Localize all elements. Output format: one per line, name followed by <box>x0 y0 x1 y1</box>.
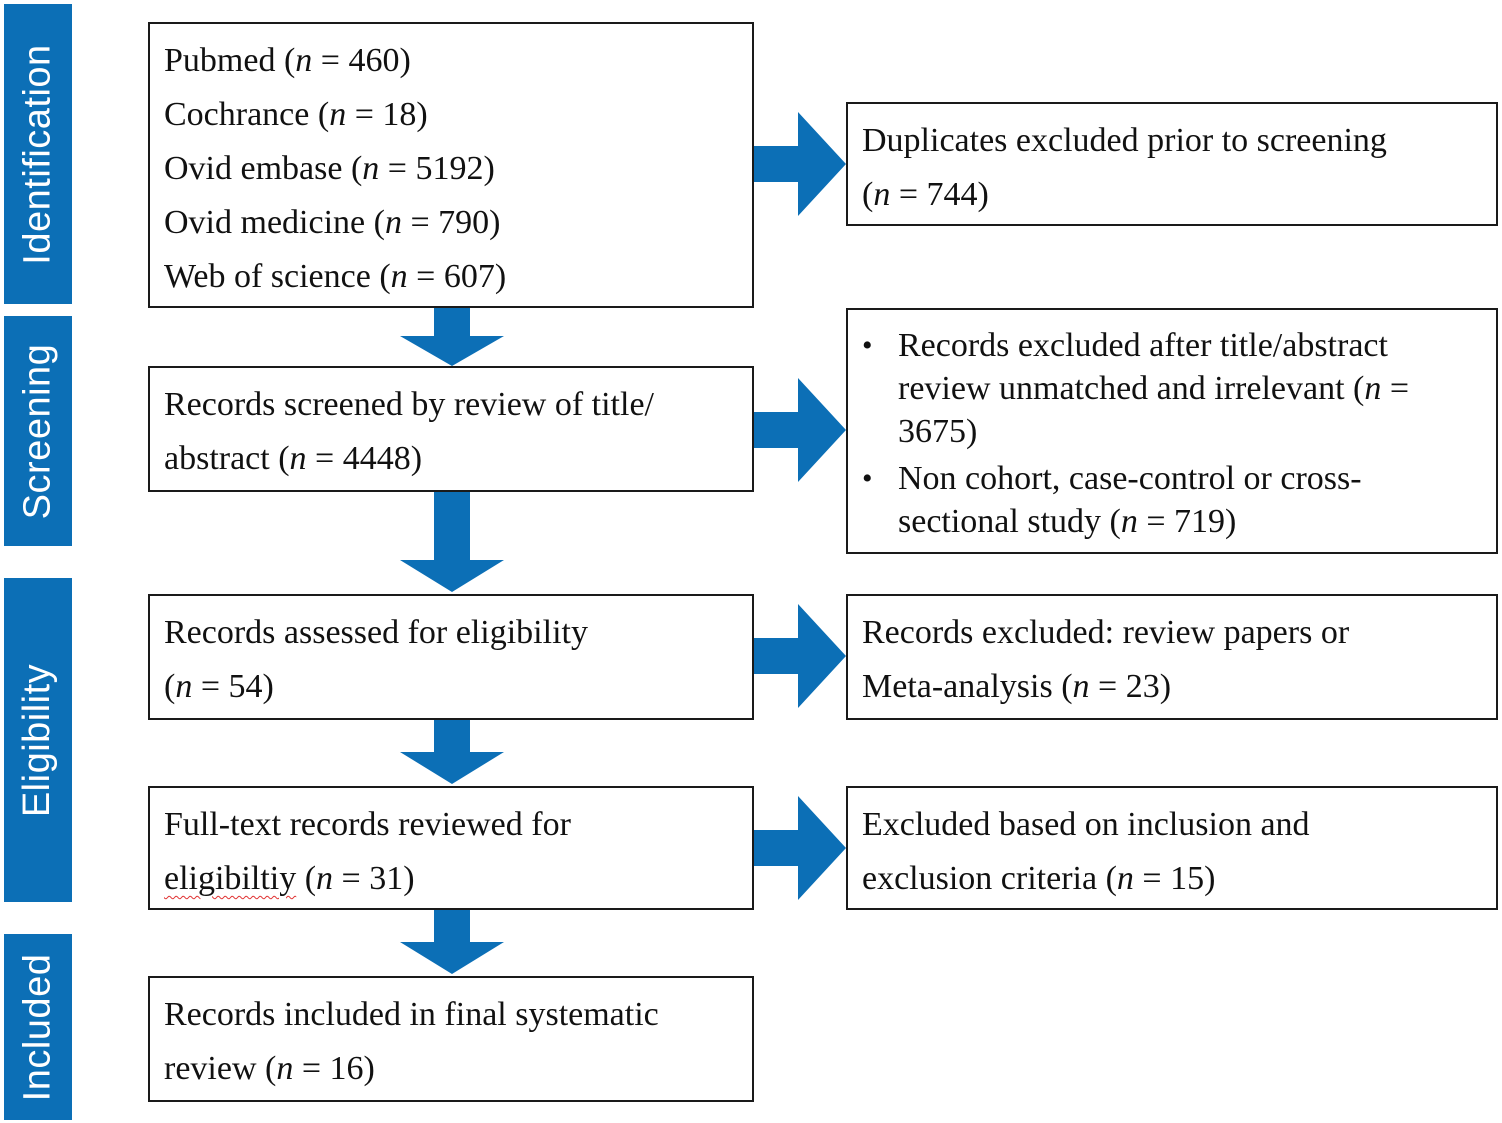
source-pubmed: Pubmed (n = 460) <box>164 42 411 79</box>
duplicates-line1: Duplicates excluded prior to screening <box>862 122 1387 159</box>
criteria-excluded-line2: exclusion criteria (n = 15) <box>862 860 1216 897</box>
arrow-down-4 <box>400 910 504 974</box>
screen-excluded-box: • Records excluded after title/abstract … <box>846 308 1498 554</box>
meta-excluded-line2: Meta-analysis (n = 23) <box>862 668 1172 705</box>
included-box: Records included in final systematic rev… <box>148 976 754 1102</box>
criteria-excluded-box: Excluded based on inclusion and exclusio… <box>846 786 1498 910</box>
arrow-right-meta-excluded <box>752 604 846 708</box>
source-web-of-science: Web of science (n = 607) <box>164 258 507 295</box>
stage-screening: Screening <box>4 316 72 546</box>
criteria-excluded-line1: Excluded based on inclusion and <box>862 806 1310 843</box>
assessed-box: Records assessed for eligibility (n = 54… <box>148 594 754 720</box>
stage-eligibility: Eligibility <box>4 578 72 902</box>
screened-box: Records screened by review of title/ abs… <box>148 366 754 492</box>
arrow-right-screen-excluded <box>752 378 846 482</box>
duplicates-box: Duplicates excluded prior to screening (… <box>846 102 1498 226</box>
stage-included: Included <box>4 934 72 1120</box>
arrow-down-3 <box>400 718 504 784</box>
screened-line1: Records screened by review of title/ <box>164 386 654 423</box>
bullet-icon: • <box>862 329 873 362</box>
meta-excluded-box: Records excluded: review papers or Meta-… <box>846 594 1498 720</box>
screened-line2: abstract (n = 4448) <box>164 440 423 477</box>
duplicates-line2: (n = 744) <box>862 176 989 213</box>
source-medicine: Ovid medicine (n = 790) <box>164 204 501 241</box>
arrow-right-duplicates <box>752 112 846 216</box>
fulltext-line1: Full-text records reviewed for <box>164 806 571 843</box>
arrow-down-1 <box>400 306 504 366</box>
screen-excluded-bullet-2: • Non cohort, case-control or cross- sec… <box>862 457 1482 543</box>
arrow-right-criteria-excluded <box>752 796 846 900</box>
fulltext-box: Full-text records reviewed for eligibilt… <box>148 786 754 910</box>
meta-excluded-line1: Records excluded: review papers or <box>862 614 1350 651</box>
fulltext-line2: eligibiltiy (n = 31) <box>164 860 415 897</box>
source-embase: Ovid embase (n = 5192) <box>164 150 495 187</box>
arrow-down-2 <box>400 492 504 592</box>
bullet-icon: • <box>862 462 873 495</box>
stage-identification: Identification <box>4 4 72 304</box>
assessed-line1: Records assessed for eligibility <box>164 614 588 651</box>
screen-excluded-bullet-1: • Records excluded after title/abstract … <box>862 324 1482 453</box>
included-line1: Records included in final systematic <box>164 996 659 1033</box>
source-cochrane: Cochrance (n = 18) <box>164 96 428 133</box>
included-line2: review (n = 16) <box>164 1050 375 1087</box>
sources-box: Pubmed (n = 460) Cochrance (n = 18) Ovid… <box>148 22 754 308</box>
assessed-line2: (n = 54) <box>164 668 274 705</box>
